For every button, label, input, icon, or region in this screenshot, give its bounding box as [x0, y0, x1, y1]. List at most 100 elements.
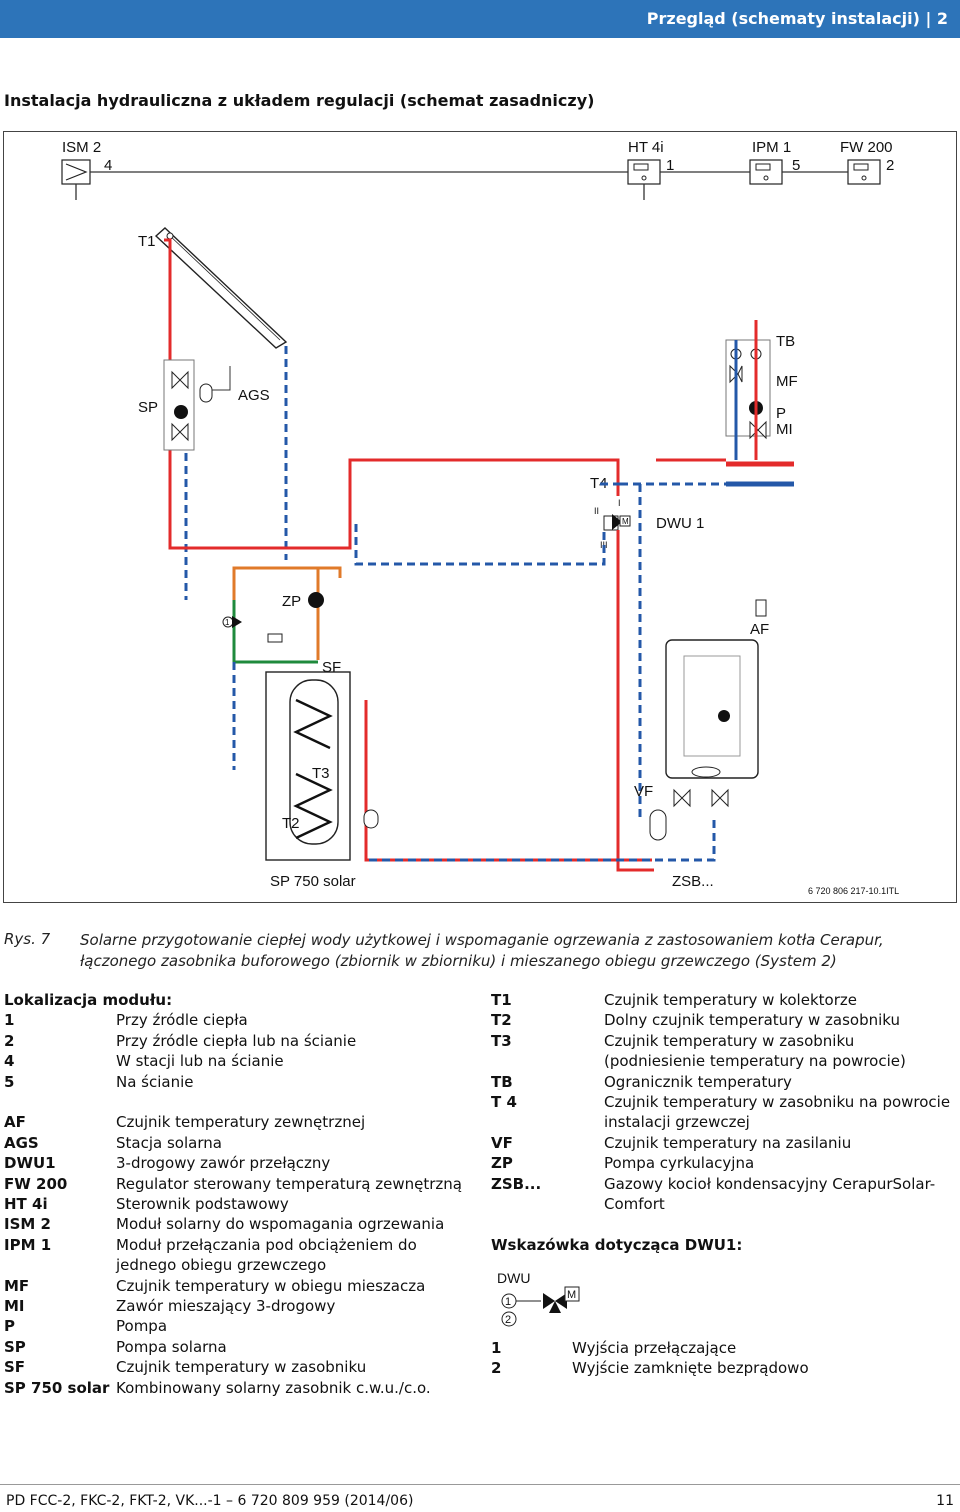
legend-value: Stacja solarna — [116, 1133, 222, 1152]
legend-key: MI — [4, 1297, 25, 1316]
hint-title: Wskazówka dotycząca DWU1: — [491, 1236, 743, 1254]
hydraulic-schematic: ISM 2 4 HT 4i 1 IPM 1 5 FW 200 2 T1 — [61, 139, 899, 896]
label-zp: ZP — [282, 593, 301, 610]
module-ism2: ISM 2 4 — [61, 139, 112, 185]
legend-key: 5 — [4, 1072, 15, 1091]
legend-key — [4, 1092, 116, 1112]
legend-row: MF Czujnik temperatury w obiegu mieszacza — [4, 1276, 474, 1296]
label-sp750: SP 750 solar — [270, 873, 356, 890]
legend-value: Czujnik temperatury w obiegu mieszacza — [116, 1276, 426, 1295]
label-mf: MF — [776, 373, 798, 390]
legend-row: 5 Na ścianie — [4, 1072, 474, 1092]
label-p: P — [776, 405, 786, 422]
legend-value: W stacji lub na ścianie — [116, 1052, 284, 1071]
legend-value: Sterownik podstawowy — [116, 1195, 289, 1214]
legend-row: 4 W stacji lub na ścianie — [4, 1051, 474, 1071]
storage-tank-sp750: SF T3 T2 SP 750 solar — [265, 659, 379, 890]
legend-value: Pompa cyrkulacyjna — [604, 1154, 755, 1173]
footer-divider — [0, 1484, 960, 1485]
figure-caption: Solarne przygotowanie ciepłej wody użytk… — [80, 931, 884, 970]
legend-key: AF — [4, 1113, 26, 1132]
dwu-hint-port-1: 1 — [505, 1296, 511, 1308]
legend-row: 2 Wyjście zamknięte bezprądowo — [491, 1358, 951, 1378]
legend-key: VF — [491, 1133, 513, 1152]
module-ism2-name: ISM 2 — [62, 139, 101, 156]
legend-value: Na ścianie — [116, 1072, 194, 1091]
legend-value: Zawór mieszający 3-drogowy — [116, 1297, 336, 1316]
dwu-hint-port-2: 2 — [505, 1314, 511, 1326]
label-af: AF — [750, 621, 769, 638]
legend-key: T3 — [491, 1031, 512, 1050]
legend-key: AGS — [4, 1133, 39, 1152]
legend-value: Czujnik temperatury na zasilaniu — [604, 1133, 852, 1152]
legend-value — [172, 990, 474, 1010]
module-ht4i-loc: 1 — [666, 157, 674, 174]
legend-key: T 4 — [491, 1093, 517, 1112]
label-tb: TB — [776, 333, 795, 350]
legend-key: Lokalizacja modułu: — [4, 991, 173, 1009]
solar-collector: T1 — [138, 227, 288, 349]
drawing-number: 6 720 806 217-10.1ITL — [808, 886, 899, 896]
schematic-frame — [3, 131, 957, 903]
label-t4: T4 — [590, 475, 608, 492]
boiler-zsb: VF ZSB... — [366, 639, 759, 890]
legend-value: Moduł przełączania pod obciążeniem do je… — [116, 1235, 417, 1275]
legend-value: Czujnik temperatury w kolektorze — [604, 991, 857, 1009]
legend-value: Czujnik temperatury w zasobniku na powro… — [604, 1093, 951, 1132]
header-bar: Przegląd (schematy instalacji) | 2 — [0, 0, 960, 38]
legend-row: MI Zawór mieszający 3-drogowy — [4, 1296, 474, 1316]
label-zsb: ZSB... — [672, 873, 714, 890]
module-ipm1: IPM 1 5 — [749, 139, 800, 185]
module-ipm1-loc: 5 — [792, 157, 800, 174]
legend-value: Przy źródle ciepła — [116, 1011, 248, 1030]
legend-key: 4 — [4, 1052, 15, 1071]
main-pipes — [170, 458, 726, 872]
legend-row: FW 200 Regulator sterowany temperaturą ze… — [4, 1174, 474, 1194]
label-mi: MI — [776, 421, 793, 438]
legend-value: Wyjścia przełączające — [572, 1339, 737, 1357]
legend-value: Ogranicznik temperatury — [604, 1072, 792, 1091]
mixing-valve-dhw: 1 — [222, 616, 283, 643]
pump-zp: ZP — [282, 592, 324, 610]
solar-station-ags: SP AGS — [138, 359, 270, 451]
label-i: I — [618, 498, 621, 508]
legend-key: SP 750 solar — [4, 1378, 110, 1397]
footer-page-number: 11 — [936, 1493, 954, 1509]
module-ipm1-name: IPM 1 — [752, 139, 791, 156]
label-vf: VF — [634, 783, 653, 800]
header-title: Przegląd (schematy instalacji) | 2 — [646, 9, 948, 28]
legend-key: T1 — [491, 991, 512, 1009]
legend-key: FW 200 — [4, 1174, 68, 1193]
dwu1-motor-label: M — [622, 517, 629, 526]
legend-row: T3 Czujnik temperatury w zasobniku (podni… — [491, 1031, 951, 1072]
legend-value: Wyjście zamknięte bezprądowo — [572, 1359, 809, 1378]
module-ht4i-name: HT 4i — [628, 139, 664, 156]
legend-value: Pompa solarna — [116, 1337, 227, 1356]
legend-key: 2 — [491, 1359, 502, 1378]
legend-value: Moduł solarny do wspomagania ogrzewania — [116, 1215, 445, 1234]
figure-label: Rys. 7 — [4, 930, 51, 948]
legend-key: SF — [4, 1358, 26, 1377]
legend-value: Regulator sterowany temperaturą zewnętrz… — [116, 1174, 462, 1193]
dwu-hint-label: DWU — [497, 1270, 530, 1286]
legend-key: MF — [4, 1276, 30, 1295]
legend-row: Lokalizacja modułu: — [4, 990, 474, 1010]
legend-value: 3-drogowy zawór przełączny — [116, 1154, 331, 1173]
label-t1: T1 — [138, 233, 156, 250]
dwu-hint-diagram: DWU 1 2 M — [497, 1270, 580, 1327]
dhw-mixer-port-label: 1 — [225, 618, 230, 627]
legend-value: Czujnik temperatury w zasobniku (podnies… — [604, 1031, 906, 1071]
legend-row: AGS Stacja solarna — [4, 1133, 474, 1153]
